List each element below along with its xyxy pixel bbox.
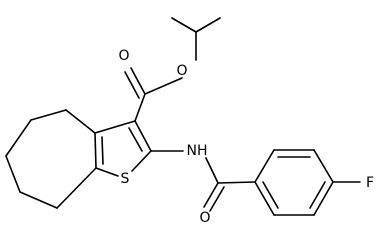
bond-amide-carbonyl-double-1 <box>203 182 219 208</box>
bond-ester-oxygen-to-carbonyl <box>144 77 183 95</box>
carbonyl-oxygen-label: O <box>118 48 129 64</box>
thiophene-ring <box>94 120 152 177</box>
bond-ph-c3-c4 <box>313 149 334 183</box>
bond-c4-c5 <box>30 109 67 121</box>
bond-s-c7a <box>95 167 119 177</box>
bond-ph-c4-c5 <box>313 181 334 216</box>
bond-carbonyl-double-1 <box>130 67 146 95</box>
bond-c3a-c3 <box>94 120 136 134</box>
bond-isopropyl-methyl-left <box>171 17 197 33</box>
fluorophenyl-ring <box>254 149 361 216</box>
bond-c7a-c3a <box>94 132 97 169</box>
bond-ph-c1-c2 <box>254 149 275 183</box>
bond-carbonyl-to-phenyl <box>217 181 256 184</box>
atom-labels: O O NH S O F <box>118 48 374 226</box>
cycloheptane-ring <box>5 109 97 209</box>
molecule-structure-diagram: O O NH S O F <box>5 17 374 226</box>
bond-c6-c7 <box>5 155 21 193</box>
bond-c7-c8 <box>19 191 58 209</box>
bond-c5-c6 <box>5 119 32 157</box>
amide-oxygen-label: O <box>199 210 210 226</box>
bond-nitrogen-carbonyl <box>205 157 219 184</box>
bond-c7a-c3a-double <box>101 136 104 165</box>
ester-oxygen-label: O <box>176 63 187 79</box>
thiophene-sulfur-label: S <box>121 171 130 187</box>
bond-ph-c4-c5-double <box>309 181 326 209</box>
ester-group <box>124 67 183 122</box>
fluorine-label: F <box>366 175 374 191</box>
bond-c2-c3-double <box>128 127 143 152</box>
bond-c2-s <box>131 150 152 172</box>
bond-c3-c2 <box>134 120 152 152</box>
bond-ph-c6-c1-double <box>262 181 279 209</box>
amide-group <box>150 150 256 212</box>
bond-amide-carbonyl-double-2 <box>209 186 225 212</box>
amide-nitrogen-label: NH <box>187 143 208 159</box>
bond-isopropyl-methyl-right <box>195 17 221 33</box>
bond-c8-c7a <box>56 167 97 209</box>
bond-c3a-c4 <box>65 109 96 134</box>
isopropyl-group <box>171 17 221 61</box>
bond-ph-c6-c1 <box>254 181 275 216</box>
bond-carbonyl-double-2 <box>124 71 140 99</box>
bond-carbonyl-to-thiophene <box>134 93 146 122</box>
